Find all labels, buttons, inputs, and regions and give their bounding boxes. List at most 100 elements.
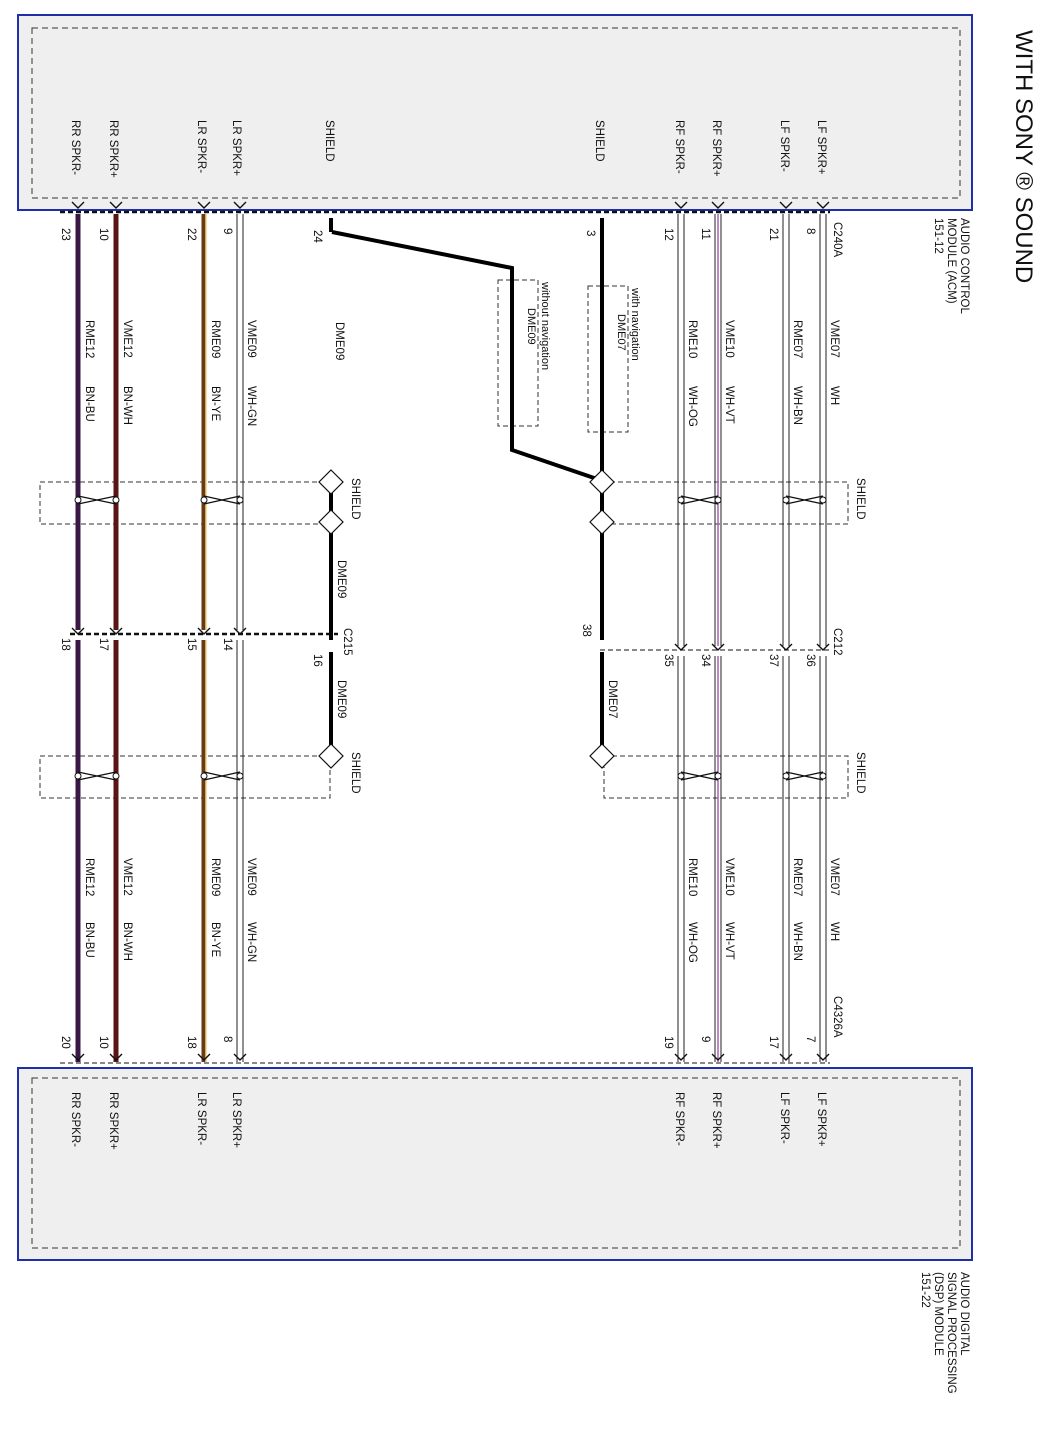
- shield-diamond: [318, 743, 344, 769]
- acm-terminal: [674, 201, 688, 209]
- circuit-id: RME12: [83, 320, 95, 358]
- svg-text:151-12: 151-12: [932, 218, 944, 254]
- acm-terminal: [779, 201, 793, 209]
- circuit-id: VME09: [245, 320, 257, 358]
- acm-pin-number: 10: [97, 228, 109, 241]
- svg-text:SIGNAL PROCESSING: SIGNAL PROCESSING: [945, 1272, 957, 1394]
- wire-color: WH-BN: [791, 386, 803, 425]
- shield-diamond: [589, 743, 615, 769]
- svg-text:DME07: DME07: [615, 314, 627, 351]
- acm-terminal: [109, 201, 123, 209]
- connector-names: C240A C215 C212 C4326A: [341, 222, 843, 1038]
- acm-module: [17, 14, 973, 211]
- dsp-terminal: [71, 1053, 85, 1061]
- dsp-pin-number: 8: [221, 1036, 233, 1042]
- inline-pin-number: 15: [185, 638, 197, 651]
- shield-pin-label: 3: [584, 230, 596, 236]
- shield-diamond: [589, 509, 615, 535]
- circuit-id: VME07: [828, 320, 840, 358]
- twist-line: [680, 495, 719, 505]
- twist-line: [203, 771, 241, 781]
- wire-color: BN-BU: [83, 922, 95, 958]
- inline-pin-number: 14: [221, 638, 233, 651]
- dsp-pin-labels: RR SPKR- RR SPKR+ LR SPKR- LR SPKR+ RF S…: [69, 1092, 827, 1150]
- shield-circuit-label: DME09: [335, 680, 347, 718]
- dsp-pin-label: LF SPKR-: [778, 1092, 790, 1144]
- navigation-option-labels: without navigation DME09 with navigation…: [525, 281, 641, 370]
- inline-pin-number: 37: [767, 654, 779, 667]
- dsp-pin-label: LR SPKR+: [230, 1092, 242, 1148]
- inline-pin-number: 17: [97, 638, 109, 651]
- wire-color: WH-GN: [245, 922, 257, 962]
- connector-name-c4326a: C4326A: [831, 996, 843, 1038]
- shield-labels: SHIELD SHIELD SHIELD SHIELD DME09 DME09 …: [311, 230, 866, 794]
- svg-text:AUDIO CONTROL: AUDIO CONTROL: [958, 218, 970, 314]
- twist-mark: [782, 496, 790, 504]
- circuit-id: VME10: [723, 858, 735, 896]
- circuit-id: RME07: [791, 858, 803, 896]
- with-navigation-box: [587, 285, 629, 433]
- acm-pin-label: LR SPKR+: [230, 120, 242, 176]
- inline-terminal: [711, 643, 725, 651]
- wire-color: WH-GN: [245, 386, 257, 426]
- circuit-id: RME12: [83, 858, 95, 896]
- twist-mark: [112, 496, 120, 504]
- dsp-terminal: [197, 1053, 211, 1061]
- acm-pin-label: RR SPKR-: [69, 120, 81, 175]
- shield-wire-dme09: [331, 230, 601, 482]
- shield-pin-label: 24: [311, 230, 323, 243]
- circuit-wires: [71, 201, 830, 1062]
- svg-text:(DSP) MODULE: (DSP) MODULE: [932, 1272, 944, 1356]
- wire-color: BN-YE: [209, 386, 221, 421]
- twist-line: [203, 495, 241, 505]
- acm-terminal: [711, 201, 725, 209]
- wire-color: WH: [828, 922, 840, 941]
- twist-mark: [74, 772, 82, 780]
- inline-pin-number: 34: [699, 654, 711, 667]
- dsp-terminal: [816, 1053, 830, 1061]
- twist-line: [77, 771, 117, 781]
- svg-text:SHIELD: SHIELD: [349, 478, 361, 520]
- wire-color: BN-YE: [209, 922, 221, 957]
- twist-mark: [200, 496, 208, 504]
- inline-terminal: [779, 643, 793, 651]
- dsp-module-name: AUDIO DIGITAL SIGNAL PROCESSING (DSP) MO…: [919, 1272, 970, 1394]
- circuit-id: RME09: [209, 320, 221, 358]
- circuit-id: RME10: [686, 858, 698, 896]
- twist-mark: [200, 772, 208, 780]
- dsp-pin-number: 10: [97, 1036, 109, 1049]
- without-navigation-box: [497, 279, 539, 427]
- circuit-id: VME12: [121, 858, 133, 896]
- acm-pin-label: RR SPKR+: [107, 120, 119, 178]
- inline-terminal: [197, 627, 211, 635]
- wire-color: BN-WH: [121, 922, 133, 961]
- twist-mark: [714, 772, 722, 780]
- circuit-id: RME10: [686, 320, 698, 358]
- inline-pin-number: 18: [59, 638, 71, 651]
- twist-line: [680, 771, 719, 781]
- dsp-pin-label: RF SPKR+: [710, 1092, 722, 1149]
- acm-pin-number: 8: [804, 228, 816, 234]
- inline-terminal: [71, 627, 85, 635]
- twist-mark: [782, 772, 790, 780]
- acm-pin-number: 21: [767, 228, 779, 241]
- navigation-option-boxes: [497, 279, 629, 433]
- acm-pin-label: LR SPKR-: [195, 120, 207, 173]
- dsp-pin-label: RF SPKR-: [673, 1092, 685, 1146]
- twist-mark: [677, 496, 685, 504]
- acm-pin-number: 12: [662, 228, 674, 241]
- circuit-id: VME12: [121, 320, 133, 358]
- svg-text:151-22: 151-22: [919, 1272, 931, 1308]
- shield-diamond: [589, 469, 615, 495]
- twist-mark: [819, 496, 827, 504]
- dsp-terminal: [779, 1053, 793, 1061]
- twist-mark: [112, 772, 120, 780]
- dsp-pin-number: 17: [767, 1036, 779, 1049]
- svg-text:DME09: DME09: [525, 308, 537, 345]
- connector-lines: [60, 210, 830, 1064]
- twist-mark: [236, 496, 244, 504]
- dsp-pin-number: 9: [699, 1036, 711, 1042]
- dsp-pin-number: 20: [59, 1036, 71, 1049]
- acm-terminal: [71, 201, 85, 209]
